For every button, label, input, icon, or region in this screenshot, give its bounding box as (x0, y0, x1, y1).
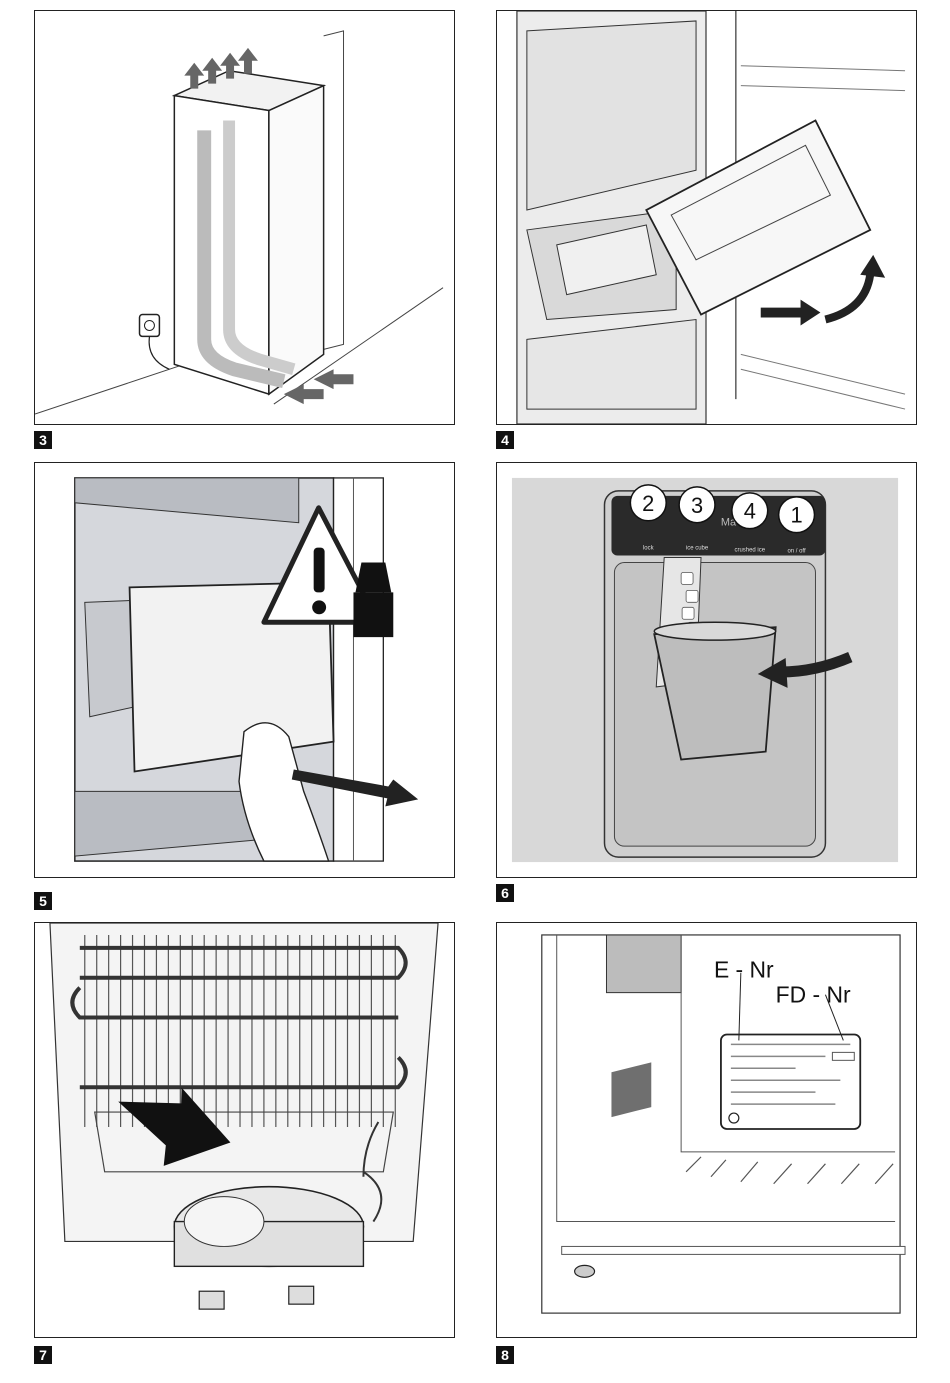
figure-3-panel (34, 10, 455, 425)
callout-3: 3 (691, 493, 703, 518)
figure-8-panel: E - Nr FD - Nr (496, 922, 917, 1338)
condenser-compressor-illustration (49, 923, 439, 1310)
button-label-crushed-ice: crushed ice (735, 548, 766, 554)
ice-box-removal-illustration (74, 477, 419, 862)
callout-1: 1 (790, 503, 802, 528)
figure-7-panel (34, 922, 455, 1338)
figure-3-number: 3 (34, 431, 52, 449)
rating-plate-illustration: E - Nr FD - Nr (541, 934, 906, 1314)
figure-5-panel (34, 462, 455, 878)
callout-2: 2 (642, 491, 654, 516)
figure-6-panel: Ma 2 3 4 1 lock ice cube crushed ice on … (496, 462, 917, 878)
figure-8-number: 8 (496, 1346, 514, 1364)
figure-4-number: 4 (496, 431, 514, 449)
figure-5-number: 5 (34, 892, 52, 910)
figure-7-number: 7 (34, 1346, 52, 1364)
ventilation-illustration (35, 30, 444, 415)
figure-4-panel (496, 10, 917, 425)
e-nr-label: E - Nr (714, 957, 774, 983)
figure-6-number: 6 (496, 884, 514, 902)
button-label-ice-cube: ice cube (686, 546, 709, 552)
button-label-lock: lock (643, 546, 654, 552)
button-label-on-off: on / off (787, 549, 805, 555)
drawer-removal-illustration (516, 11, 906, 424)
callout-bubbles: 2 3 4 1 (629, 484, 816, 534)
fd-nr-label: FD - Nr (776, 982, 851, 1008)
brand-fragment: Ma (721, 517, 737, 529)
dispenser-illustration: Ma 2 3 4 1 lock ice cube crushed ice on … (511, 477, 899, 863)
callout-4: 4 (744, 499, 756, 524)
